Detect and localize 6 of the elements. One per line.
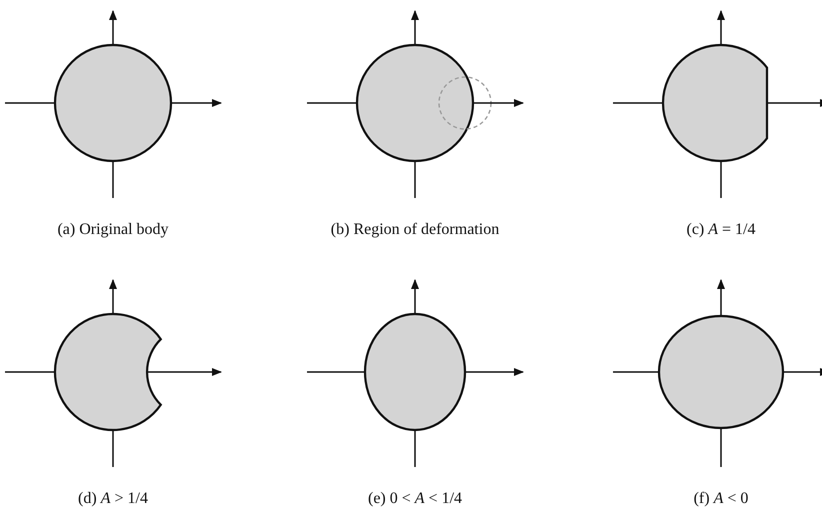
figure-caption: (c) A = 1/4 xyxy=(685,221,756,239)
figure-caption: (b) Region of deformation xyxy=(330,221,500,239)
figure-caption: (e) 0 < A < 1/4 xyxy=(366,490,464,507)
figure-caption: (f) A < 0 xyxy=(692,490,750,507)
figure-caption: (d) A > 1/4 xyxy=(77,490,149,507)
figure-caption: (a) Original body xyxy=(56,221,170,239)
